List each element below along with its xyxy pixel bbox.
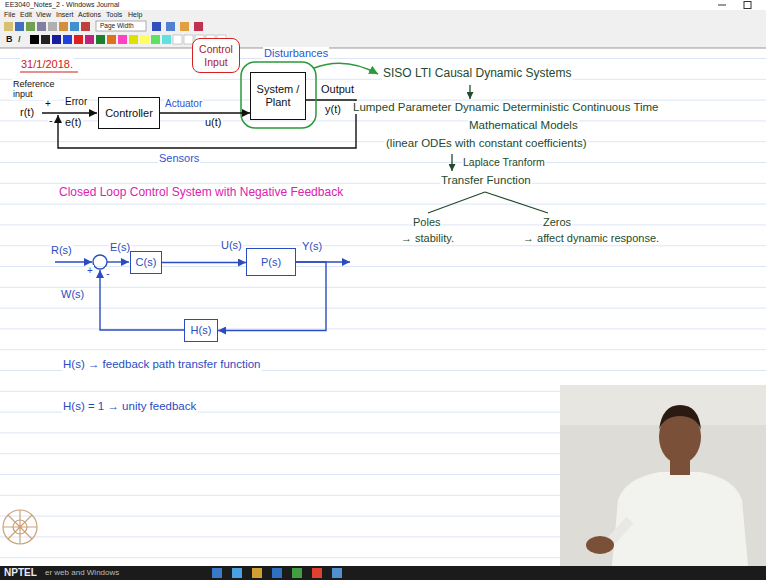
branch-line bbox=[428, 192, 485, 213]
toolbar-ground bbox=[0, 0, 766, 48]
annotation-label: Sensors bbox=[158, 152, 200, 165]
feedback-block: H(s) bbox=[184, 319, 218, 342]
watermark: NPTEL bbox=[3, 567, 38, 579]
taskbar-text: er web and Windows bbox=[44, 568, 120, 577]
caption: Closed Loop Control System with Negative… bbox=[58, 186, 344, 200]
signal-name: E(s) bbox=[109, 241, 131, 254]
down-arrow bbox=[451, 154, 452, 171]
signal-name: y(t) bbox=[324, 103, 342, 116]
note-text: → stability. bbox=[400, 232, 455, 245]
connectors bbox=[160, 113, 326, 331]
menu-item: View bbox=[35, 11, 52, 19]
connector bbox=[160, 112, 250, 113]
signal-name: R(s) bbox=[50, 244, 73, 257]
branch-line bbox=[485, 192, 548, 213]
annotation-label: Disturbances bbox=[263, 47, 329, 60]
plant-block: P(s) bbox=[246, 248, 296, 276]
title-bar bbox=[0, 0, 766, 10]
signal-name: Y(s) bbox=[301, 240, 323, 253]
box-label: H(s) bbox=[191, 324, 212, 337]
note-text: H(s) = 1 → unity feedback bbox=[62, 400, 197, 413]
date-note: 31/1/2018. bbox=[20, 58, 74, 71]
italic-button: I bbox=[17, 34, 22, 44]
control-input-box: Control Input bbox=[192, 38, 240, 73]
nptel-emblem bbox=[3, 510, 37, 544]
note-text: H(s) → feedback path transfer function bbox=[62, 358, 262, 371]
window-title: EE3040_Notes_2 - Windows Journal bbox=[4, 1, 120, 9]
menu-item: Insert bbox=[55, 11, 75, 19]
signal-name: u(t) bbox=[204, 116, 223, 129]
note-text: Poles bbox=[412, 216, 442, 229]
bold-button: B bbox=[5, 34, 14, 44]
controller-box: Controller bbox=[98, 97, 160, 129]
down-arrow bbox=[469, 85, 470, 99]
date-underline bbox=[20, 71, 78, 72]
note-text: Lumped Parameter Dynamic Deterministic C… bbox=[352, 101, 660, 114]
error-wire bbox=[107, 261, 129, 262]
reference-wire bbox=[55, 261, 92, 262]
taskbar bbox=[0, 566, 766, 580]
note-text: Mathematical Models bbox=[468, 119, 579, 132]
highlight-arrow bbox=[314, 63, 378, 74]
signal-name: Output bbox=[320, 83, 355, 96]
connector bbox=[162, 262, 246, 263]
plant-highlight bbox=[241, 62, 316, 128]
sign-symbol: - bbox=[48, 114, 54, 127]
menu-item: Tools bbox=[105, 11, 123, 19]
note-text: Transfer Function bbox=[440, 174, 532, 187]
note-text: → affect dynamic response. bbox=[522, 232, 660, 245]
sign-symbol: + bbox=[86, 265, 94, 277]
box-label: Controller bbox=[105, 107, 153, 120]
menu-item: Help bbox=[127, 11, 143, 19]
annotation-label: Actuator bbox=[164, 98, 203, 110]
signal-name: r(t) bbox=[19, 106, 35, 119]
note-text: SISO LTI Causal Dynamic Systems bbox=[382, 67, 573, 81]
signal-name: Reference input bbox=[12, 79, 60, 100]
menu-item: Actions bbox=[77, 11, 102, 19]
restore-button bbox=[744, 2, 751, 9]
ruled-lines bbox=[0, 56, 766, 566]
minimize-button bbox=[718, 5, 726, 6]
toolbar-icons bbox=[4, 21, 203, 31]
signal-name: Error bbox=[64, 96, 88, 108]
box-label: Control Input bbox=[196, 43, 236, 67]
sign-symbol: - bbox=[105, 267, 111, 280]
plant-box: System / Plant bbox=[250, 72, 306, 120]
menu-item: Edit bbox=[19, 11, 33, 19]
box-label: C(s) bbox=[136, 256, 157, 269]
feedback-wire bbox=[100, 270, 184, 330]
note-text: Laplace Tranform bbox=[462, 156, 546, 168]
signal-name: W(s) bbox=[60, 288, 85, 301]
presenter-video bbox=[560, 385, 766, 566]
signal-name: U(s) bbox=[220, 239, 243, 252]
controller-block: C(s) bbox=[130, 251, 162, 274]
menu-item: File bbox=[3, 11, 16, 19]
note-page bbox=[0, 49, 766, 566]
box-label: P(s) bbox=[261, 256, 281, 269]
sign-symbol: + bbox=[44, 98, 52, 110]
window-chrome bbox=[0, 0, 766, 48]
box-label: System / Plant bbox=[254, 83, 302, 108]
dropdown-label: Page Width bbox=[99, 22, 135, 29]
note-text: Zeros bbox=[542, 216, 572, 229]
signal-name: e(t) bbox=[64, 116, 83, 129]
page-border bbox=[0, 48, 766, 49]
note-text: (linear ODEs with constant coefficients) bbox=[385, 137, 587, 150]
